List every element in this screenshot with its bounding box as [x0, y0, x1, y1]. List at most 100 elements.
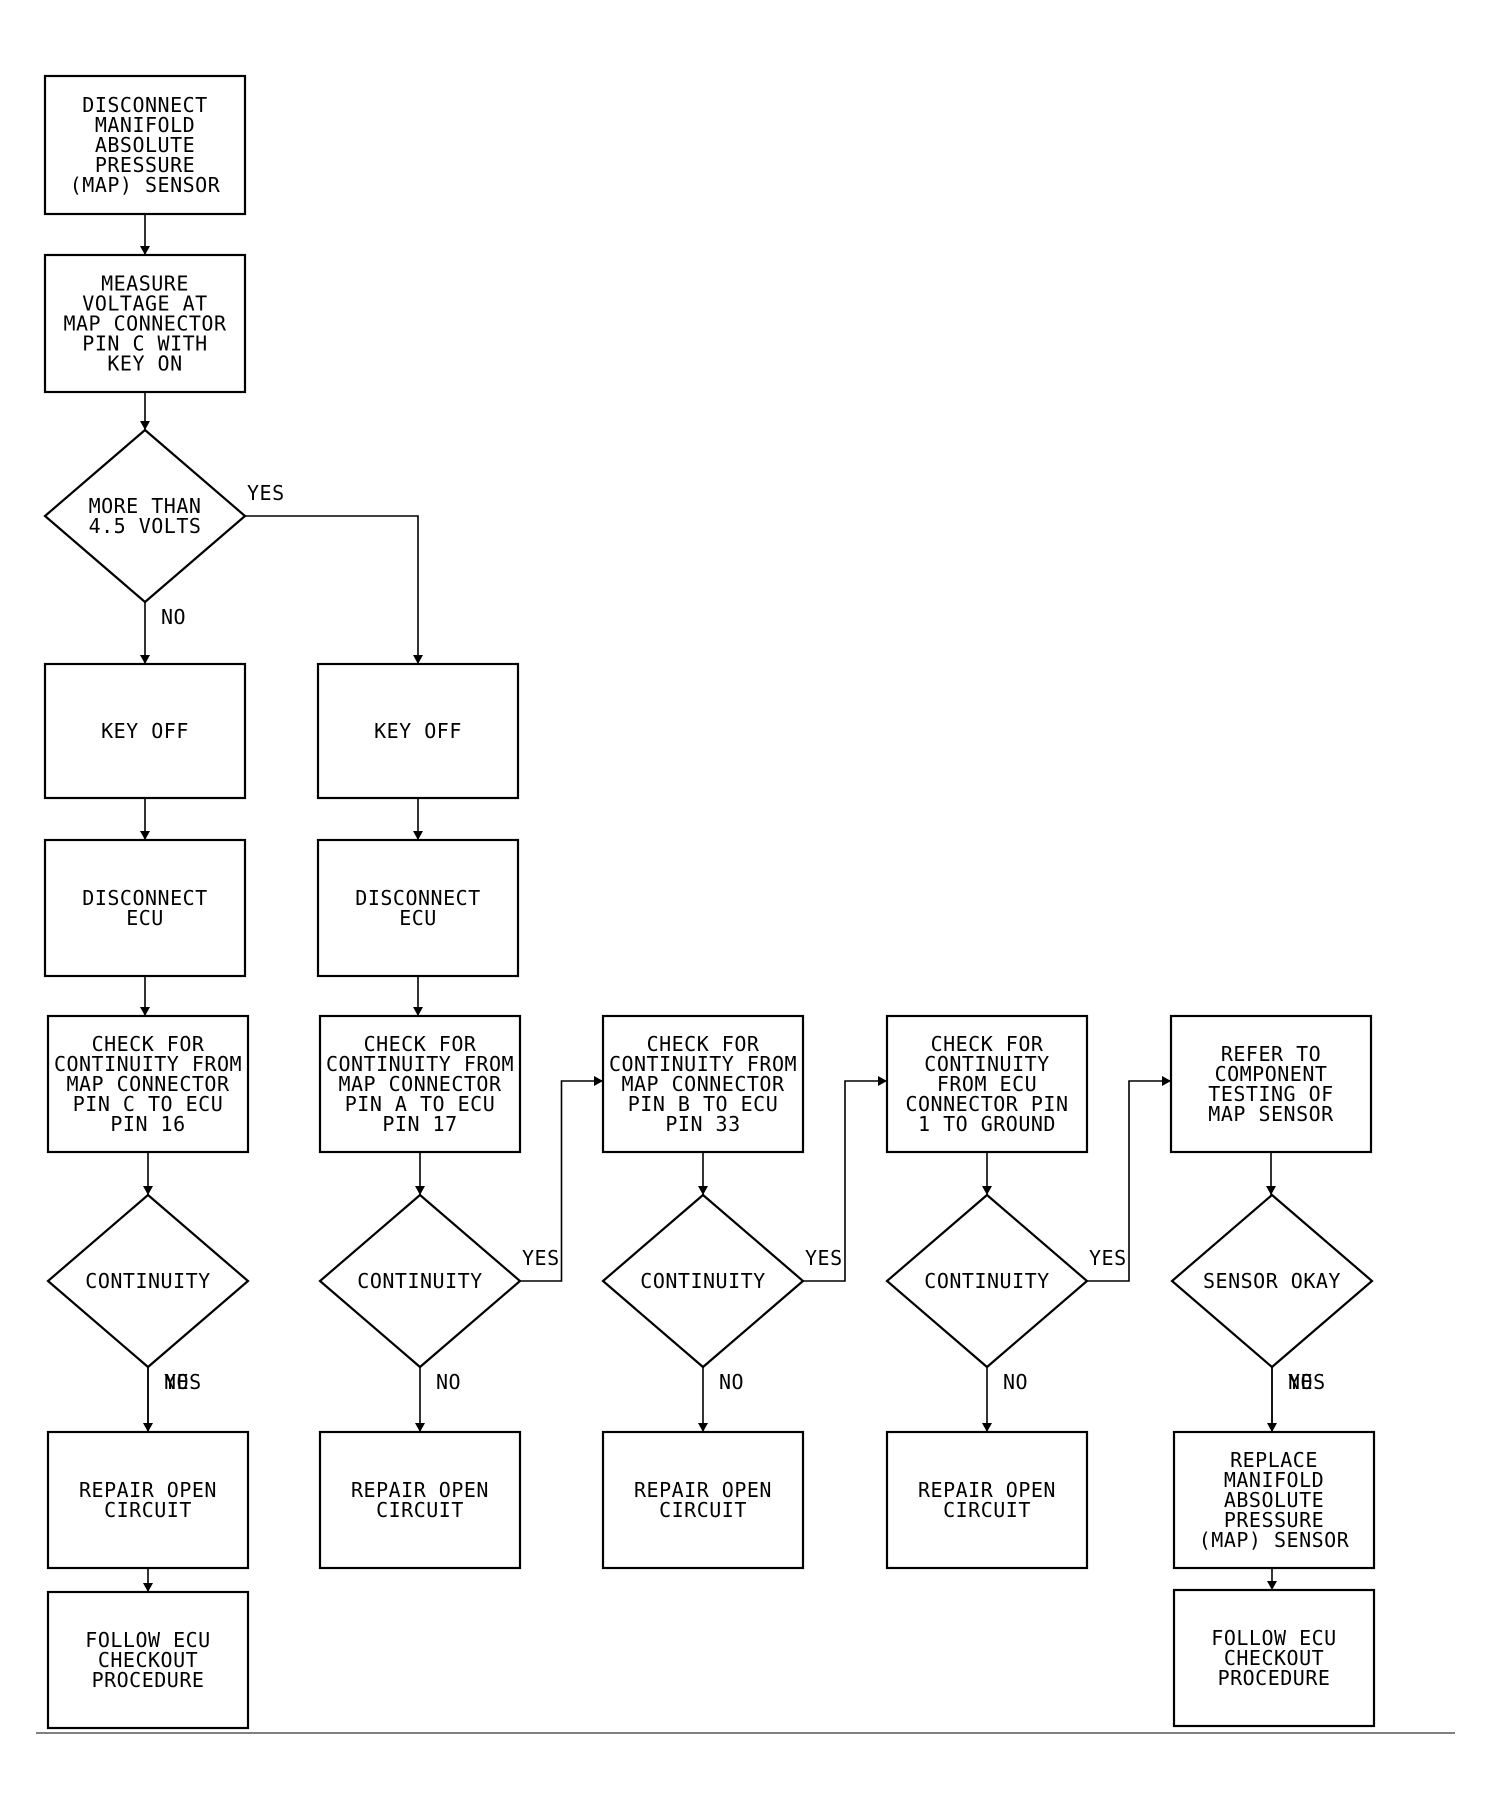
- step-box: [1172, 1588, 1376, 1728]
- node-text-line: CONTINUITY: [357, 1269, 482, 1293]
- connector-line: [520, 1080, 603, 1282]
- step-box: [46, 1590, 250, 1730]
- node-text-line: KEY ON: [107, 352, 182, 376]
- node-text-line: ABSOLUTE: [95, 133, 195, 157]
- arrowhead: [413, 1007, 423, 1016]
- step-box: [316, 662, 520, 800]
- node-text-line: MAP SENSOR: [1208, 1102, 1334, 1126]
- connector-n1-n2: [140, 214, 150, 255]
- step-a1: KEY OFF: [43, 662, 247, 800]
- edge-label: YES: [1288, 1370, 1326, 1394]
- node-text-line: MORE THAN: [89, 494, 202, 518]
- arrowhead: [1162, 1076, 1171, 1086]
- connector-cd-c5: NO: [698, 1367, 744, 1432]
- node-text-line: PIN C WITH: [82, 332, 207, 356]
- decision-diamond: [46, 1193, 250, 1369]
- connector-a3-ad: [143, 1152, 153, 1195]
- connector-line: [1087, 1080, 1171, 1282]
- node-text-line: PIN B TO ECU: [628, 1092, 779, 1116]
- edge-label: NO: [1003, 1370, 1028, 1394]
- node-text-line: CONTINUITY FROM: [54, 1052, 242, 1076]
- arrowhead: [698, 1423, 708, 1432]
- node-text-line: MANIFOLD: [1224, 1468, 1324, 1492]
- step-n1: DISCONNECTMANIFOLDABSOLUTEPRESSURE(MAP) …: [43, 74, 247, 216]
- node-text-line: DISCONNECT: [82, 93, 207, 117]
- node-text-line: CONTINUITY FROM: [609, 1052, 797, 1076]
- node-text-line: FROM ECU: [937, 1072, 1037, 1096]
- step-b1: KEY OFF: [316, 662, 520, 800]
- arrowhead: [140, 655, 150, 664]
- decision-diamond: [885, 1193, 1089, 1369]
- node-text-line: KEY OFF: [374, 719, 462, 743]
- node-text-line: CHECK FOR: [364, 1032, 477, 1056]
- connector-cd-e3: YES: [803, 1076, 887, 1282]
- node-text-line: CIRCUIT: [943, 1498, 1031, 1522]
- node-text-line: 4.5 VOLTS: [89, 514, 202, 538]
- node-text-line: DISCONNECT: [82, 886, 207, 910]
- node-text-line: ABSOLUTE: [1224, 1488, 1324, 1512]
- arrowhead: [415, 1186, 425, 1195]
- arrowhead: [1267, 1581, 1277, 1590]
- node-text-line: COMPONENT: [1215, 1062, 1328, 1086]
- node-text-line: KEY OFF: [101, 719, 189, 743]
- node-text-line: MAP CONNECTOR: [63, 312, 226, 336]
- connector-bd-c3: YES: [520, 1076, 603, 1282]
- node-text-line: CIRCUIT: [104, 1498, 192, 1522]
- step-box: [885, 1014, 1089, 1154]
- edge-label: YES: [805, 1246, 843, 1270]
- arrowhead: [982, 1423, 992, 1432]
- node-text-line: ECU: [399, 906, 437, 930]
- step-box: [885, 1430, 1089, 1570]
- edge-label: NO: [164, 1370, 189, 1394]
- node-text-line: SENSOR OKAY: [1203, 1269, 1341, 1293]
- node-text-line: FOLLOW ECU: [1211, 1626, 1336, 1650]
- step-box: [46, 1430, 250, 1570]
- node-text-line: MANIFOLD: [95, 113, 195, 137]
- decision-cd: CONTINUITY: [601, 1193, 805, 1369]
- node-text-line: (MAP) SENSOR: [1199, 1528, 1350, 1552]
- step-box: [601, 1014, 805, 1154]
- connector-b2-b3: [413, 976, 423, 1016]
- node-text-line: CHECKOUT: [98, 1648, 198, 1672]
- node-text-line: CONTINUITY FROM: [326, 1052, 514, 1076]
- decision-diamond: [1170, 1193, 1374, 1369]
- node-text-line: CONTINUITY: [924, 1052, 1049, 1076]
- node-text-line: PIN 33: [665, 1112, 740, 1136]
- connector-a1-a2: [140, 798, 150, 840]
- arrowhead: [1266, 1186, 1276, 1195]
- decision-ed: CONTINUITY: [885, 1193, 1089, 1369]
- node-text-line: CONTINUITY: [85, 1269, 210, 1293]
- node-text-line: REPAIR OPEN: [918, 1478, 1056, 1502]
- step-box: [43, 838, 247, 978]
- connector-bd-b5: NO: [415, 1367, 461, 1432]
- node-text-line: REPAIR OPEN: [79, 1478, 217, 1502]
- node-text-line: PRESSURE: [95, 153, 195, 177]
- connector-n2-d1: [140, 392, 150, 430]
- connector-a2-a3: [140, 976, 150, 1016]
- connector-f3-fd: [1266, 1152, 1276, 1195]
- step-box: [43, 662, 247, 800]
- decision-ad: CONTINUITY: [46, 1193, 250, 1369]
- node-text-line: FOLLOW ECU: [85, 1628, 210, 1652]
- edge-label: NO: [1288, 1370, 1313, 1394]
- connector-ed-f3: YES: [1087, 1076, 1171, 1282]
- step-box: [43, 74, 247, 216]
- arrowhead: [140, 1007, 150, 1016]
- connector-d1-a1: NO: [140, 602, 186, 664]
- node-text-line: 1 TO GROUND: [918, 1112, 1056, 1136]
- nodes: DISCONNECTMANIFOLDABSOLUTEPRESSURE(MAP) …: [43, 74, 1376, 1730]
- node-text-line: REPAIR OPEN: [634, 1478, 772, 1502]
- node-text-line: CHECK FOR: [92, 1032, 205, 1056]
- node-text-line: PIN A TO ECU: [345, 1092, 496, 1116]
